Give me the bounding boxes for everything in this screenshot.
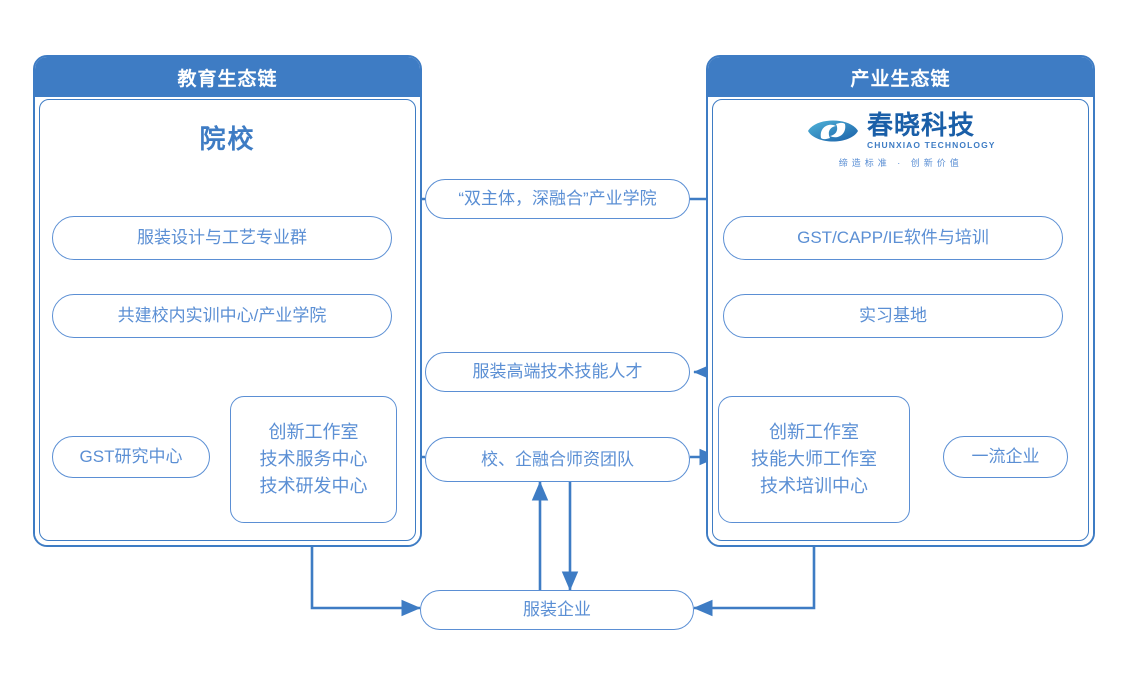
node-gst-research-center[interactable]: GST研究中心 bbox=[52, 436, 210, 478]
industry-center-line-1: 创新工作室 bbox=[769, 422, 859, 443]
logo-slogan: 缔造标准 · 创新价值 bbox=[838, 158, 963, 168]
wave-eye-logo-icon bbox=[808, 120, 858, 142]
school-center-line-3: 技术研发中心 bbox=[259, 475, 368, 496]
logo-company-name-en: CHUNXIAO TECHNOLOGY bbox=[867, 140, 996, 150]
chunxiao-logo: 春晓科技 CHUNXIAO TECHNOLOGY 缔造标准 · 创新价值 bbox=[806, 112, 996, 169]
node-industry-college[interactable]: “双主体，深融合”产业学院 bbox=[425, 179, 690, 219]
node-school-centers[interactable]: 创新工作室 技术服务中心 技术研发中心 bbox=[230, 396, 397, 523]
education-chain-header: 教育生态链 bbox=[35, 57, 420, 97]
node-training-center[interactable]: 共建校内实训中心/产业学院 bbox=[52, 294, 392, 338]
node-faculty-team[interactable]: 校、企融合师资团队 bbox=[425, 437, 690, 482]
school-center-line-2: 技术服务中心 bbox=[259, 449, 368, 470]
logo-company-name-cn: 春晓科技 bbox=[867, 110, 976, 140]
node-garment-enterprise[interactable]: 服装企业 bbox=[420, 590, 694, 630]
industry-chain-header: 产业生态链 bbox=[708, 57, 1093, 97]
school-center-line-1: 创新工作室 bbox=[268, 422, 359, 443]
node-major-group[interactable]: 服装设计与工艺专业群 bbox=[52, 216, 392, 260]
education-panel-subtitle: 院校 bbox=[199, 124, 256, 154]
industry-center-line-2: 技能大师工作室 bbox=[751, 449, 877, 470]
node-industry-centers[interactable]: 创新工作室 技能大师工作室 技术培训中心 bbox=[718, 396, 910, 523]
node-software-training[interactable]: GST/CAPP/IE软件与培训 bbox=[723, 216, 1063, 260]
node-talent[interactable]: 服装高端技术技能人才 bbox=[425, 352, 690, 392]
industry-center-line-3: 技术培训中心 bbox=[760, 475, 868, 496]
node-top-enterprise[interactable]: 一流企业 bbox=[943, 436, 1068, 478]
node-internship-base[interactable]: 实习基地 bbox=[723, 294, 1063, 338]
